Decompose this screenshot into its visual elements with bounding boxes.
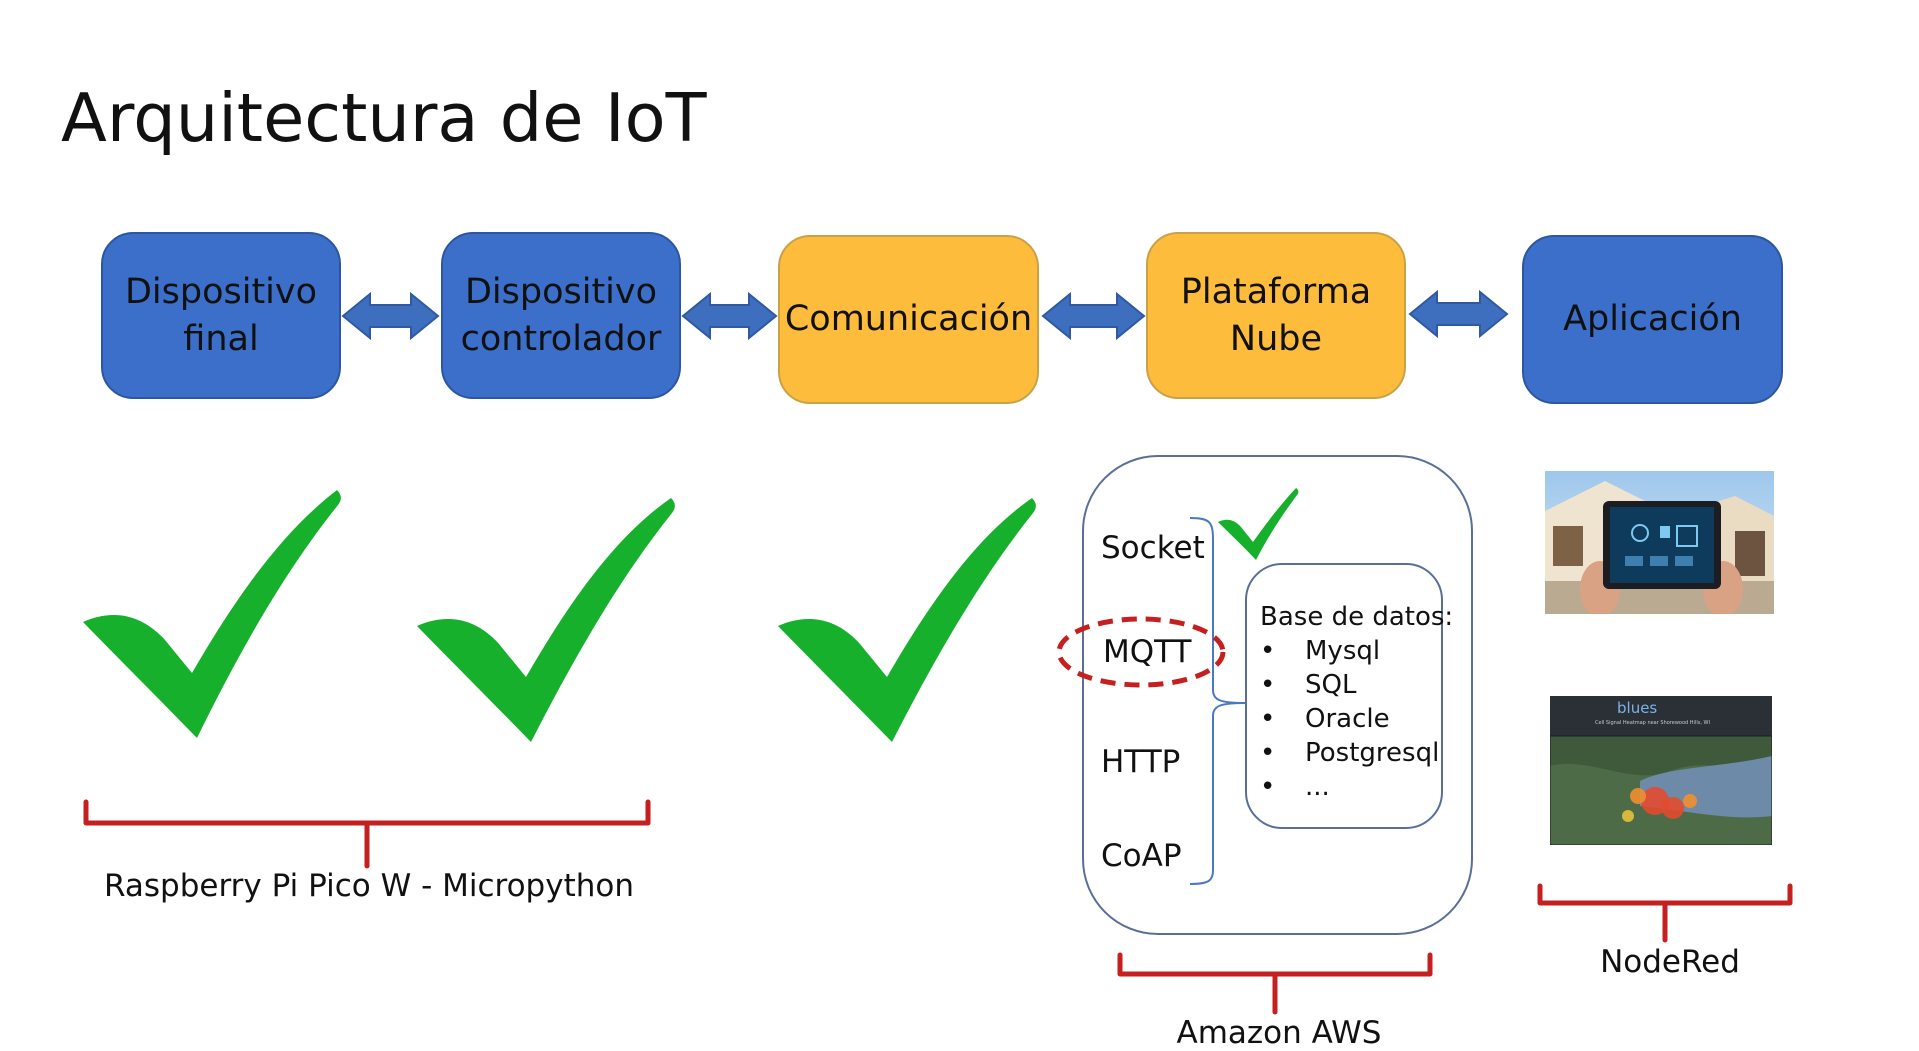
database-item: ...	[1260, 770, 1453, 804]
block-dispositivo-final: Dispositivo final	[101, 232, 341, 399]
label-amazon-aws: Amazon AWS	[1176, 1015, 1382, 1051]
protocol-mqtt: MQTT	[1103, 634, 1192, 670]
database-item: Mysql	[1260, 634, 1453, 668]
check-icon-3	[778, 498, 1036, 742]
protocol-coap: CoAP	[1101, 838, 1182, 874]
aws-container	[1082, 455, 1473, 935]
database-item: Postgresql	[1260, 736, 1453, 770]
heatmap-subtitle: Cell Signal Heatmap near Shorewood Hills…	[1595, 720, 1710, 726]
label-nodered: NodeRed	[1600, 944, 1740, 980]
label-raspberry: Raspberry Pi Pico W - Micropython	[104, 868, 634, 904]
slide-title: Arquitectura de IoT	[61, 79, 707, 157]
bracket-nodered	[1537, 883, 1793, 943]
database-title: Base de datos:	[1260, 602, 1454, 632]
database-list: Base de datos: Mysql SQL Oracle Postgres…	[1260, 600, 1453, 804]
check-icon-1	[83, 490, 341, 738]
heatmap-brand: blues	[1617, 699, 1658, 717]
block-dispositivo-controlador: Dispositivo controlador	[441, 232, 681, 399]
double-arrow-4	[1408, 289, 1509, 339]
smart-home-tablet-image	[1545, 471, 1774, 614]
protocol-http: HTTP	[1101, 744, 1181, 780]
heatmap-dashboard-image: blues Cell Signal Heatmap near Shorewood…	[1550, 696, 1772, 845]
protocol-socket: Socket	[1101, 530, 1205, 566]
double-arrow-3	[1041, 291, 1146, 341]
double-arrow-2	[681, 291, 778, 341]
bracket-aws	[1117, 952, 1433, 1015]
block-plataforma-nube: Plataforma Nube	[1146, 232, 1406, 399]
database-item: Oracle	[1260, 702, 1453, 736]
check-icon-2	[417, 498, 675, 742]
protocol-brace	[1189, 517, 1246, 885]
double-arrow-1	[341, 291, 440, 341]
mqtt-highlight-ellipse	[1056, 616, 1226, 688]
block-comunicacion: Comunicación	[778, 235, 1039, 404]
bracket-raspberry	[83, 799, 651, 869]
database-item: SQL	[1260, 668, 1453, 702]
check-icon-socket	[1218, 488, 1299, 560]
block-aplicacion: Aplicación	[1522, 235, 1783, 404]
